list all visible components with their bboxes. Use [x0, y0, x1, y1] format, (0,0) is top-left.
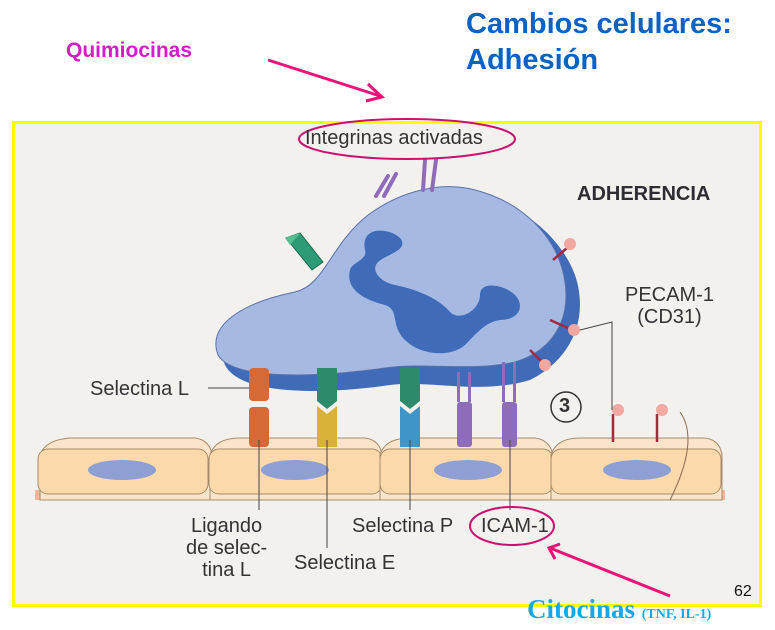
endothelial-nucleus	[603, 460, 671, 480]
integrin-icam-pairs	[457, 362, 517, 447]
cytokines-examples: (TNF, IL-1)	[641, 607, 712, 622]
activated-integrins	[374, 158, 438, 198]
selectin-l-pair	[249, 368, 269, 447]
selectin-e-label: Selectina E	[294, 552, 396, 574]
step-number: 3	[559, 395, 571, 417]
selectin-e-pair	[317, 368, 337, 447]
endothelial-cell	[37, 437, 213, 501]
endothelial-cell	[550, 411, 723, 501]
endothelial-cell	[208, 437, 383, 501]
chemokine-receptor	[285, 232, 324, 271]
selectin-l-label: Selectina L	[90, 378, 189, 400]
chemokines-label: Quimiocinas	[66, 39, 193, 62]
endothelial-nucleus	[88, 460, 156, 480]
pecam-leukocyte	[529, 238, 580, 371]
leukocyte	[215, 186, 580, 391]
cytokines-name: Citocinas	[527, 594, 635, 624]
pecam-endothelium	[611, 404, 668, 442]
leukocyte-nucleus	[349, 230, 520, 354]
endothelial-cell	[379, 437, 554, 501]
selectin-p-pair	[400, 368, 420, 447]
integrins-highlight	[298, 118, 516, 160]
stage-title: ADHERENCIA	[577, 183, 711, 205]
step-badge	[550, 391, 582, 423]
chemokine-arrow	[267, 58, 386, 103]
icam-highlight	[469, 506, 555, 546]
page-number: 62	[734, 583, 752, 600]
endothelium	[35, 411, 725, 501]
icam-label: ICAM-1	[481, 515, 549, 537]
selectin-p-label: Selectina P	[352, 515, 454, 537]
activated-integrins-label: Integrinas activadas	[305, 127, 483, 149]
slide-title: Cambios celulares: Adhesión	[466, 8, 732, 76]
pecam-label: PECAM-1 (CD31)	[625, 284, 714, 328]
cytokines-label: Citocinas (TNF, IL-1)	[527, 594, 711, 625]
leader-lines	[208, 321, 613, 548]
cytokine-arrow	[546, 542, 671, 598]
endothelial-nucleus	[434, 460, 502, 480]
endothelial-nucleus	[261, 460, 329, 480]
selectin-l-ligand-label: Ligando de selec- tina L	[186, 515, 268, 581]
